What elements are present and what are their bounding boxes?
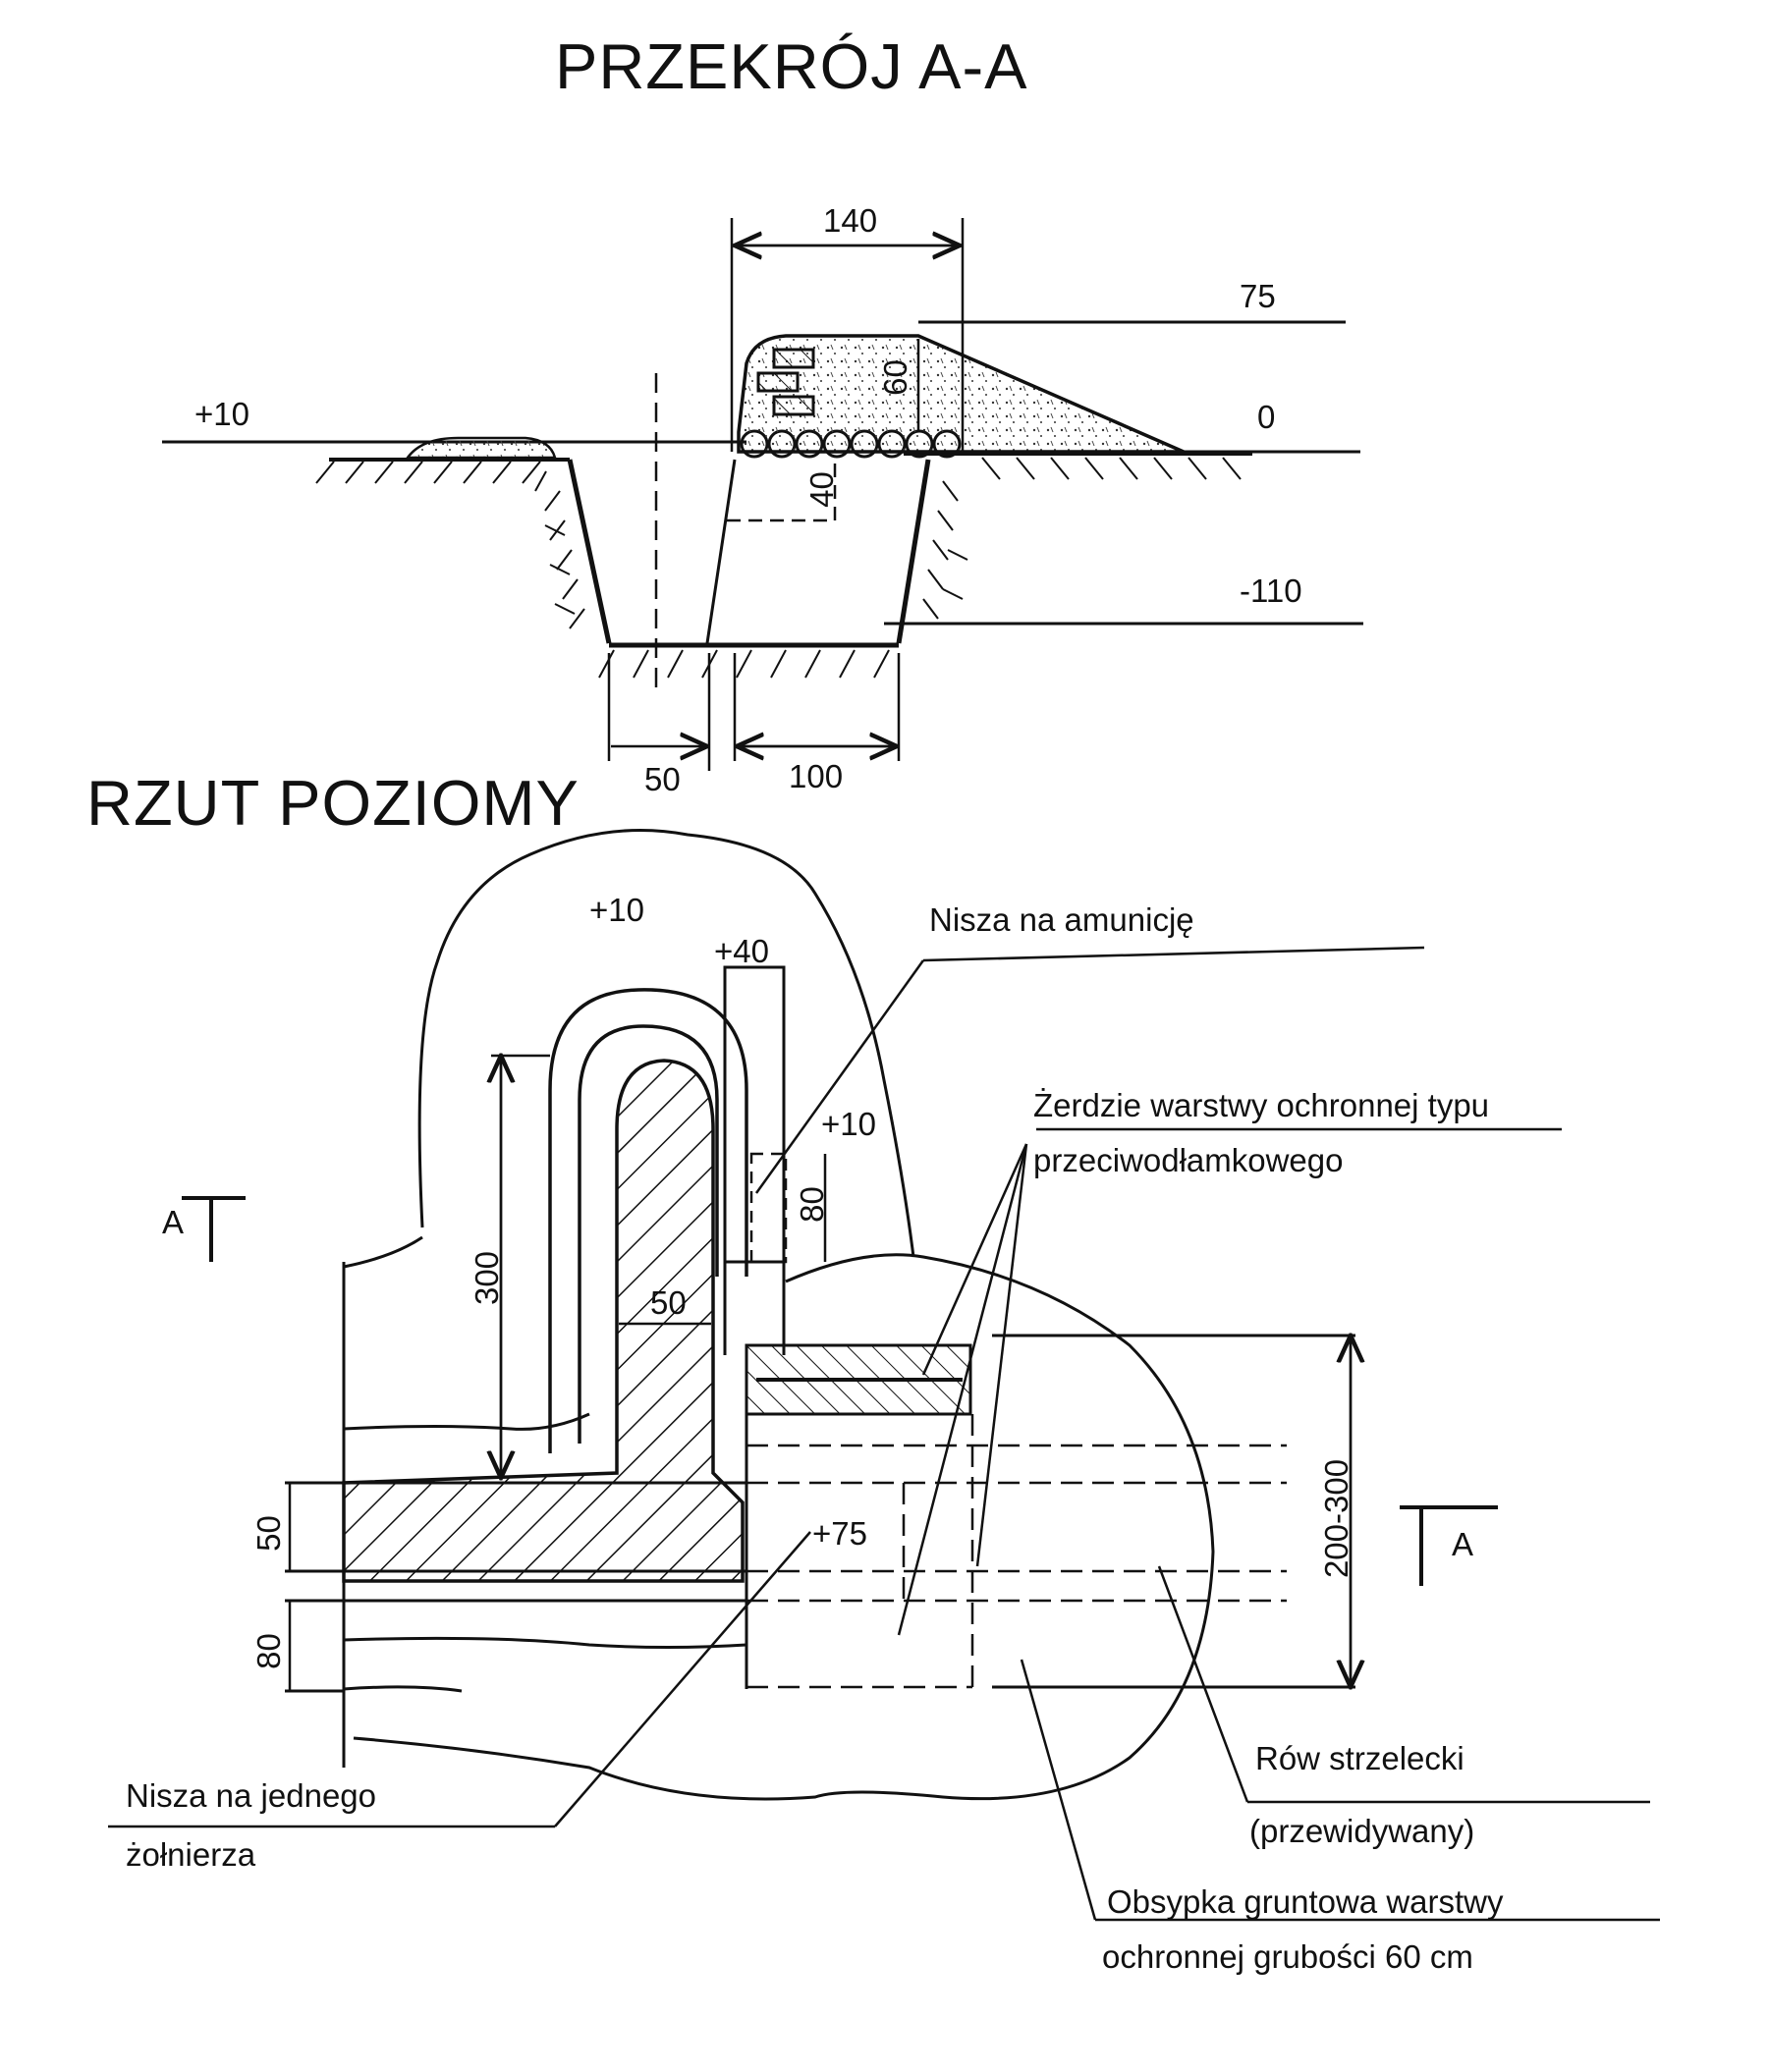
plan-level-mound: +10 bbox=[589, 892, 644, 928]
ground-hatch-right bbox=[982, 458, 1241, 479]
callout-poles-line1: Żerdzie warstwy ochronnej typu bbox=[1033, 1087, 1490, 1123]
mound-outline bbox=[419, 831, 913, 1258]
plan-dim-range: 200-300 bbox=[1318, 1458, 1355, 1579]
soil-cover-outline bbox=[354, 1255, 1213, 1799]
trench-line-1 bbox=[344, 1414, 589, 1429]
leader-lines bbox=[108, 948, 1660, 1920]
dim-depth: 40 bbox=[802, 471, 840, 508]
depth-40-outline bbox=[727, 457, 835, 520]
callout-soil-cover-line2: ochronnej grubości 60 cm bbox=[1102, 1938, 1473, 1975]
ground-hatch-left bbox=[316, 462, 540, 483]
level-left-ground: +10 bbox=[194, 396, 249, 432]
parapet-cover bbox=[739, 336, 1184, 452]
niche-outer-u bbox=[550, 990, 746, 1453]
cross-section bbox=[162, 218, 1363, 771]
trench-left-wall bbox=[570, 460, 609, 643]
dim-bottom-right: 100 bbox=[789, 758, 844, 794]
callout-soldier-niche-line2: żołnierza bbox=[126, 1836, 256, 1873]
plan-title: RZUT POZIOMY bbox=[86, 767, 580, 839]
callout-trench-line2: (przewidywany) bbox=[1249, 1813, 1475, 1849]
spoil-mound bbox=[408, 438, 555, 458]
trench-inner-wall bbox=[707, 460, 735, 643]
callout-poles-line2: przeciwodłamkowego bbox=[1033, 1142, 1344, 1178]
callout-trench-line1: Rów strzelecki bbox=[1255, 1740, 1464, 1776]
plan-dim-wall-50: 50 bbox=[650, 1284, 687, 1321]
dim-top-width: 140 bbox=[823, 202, 878, 239]
dim-height: 60 bbox=[876, 359, 913, 396]
wall-hatch-left bbox=[535, 471, 584, 628]
level-parapet-top: 75 bbox=[1240, 278, 1276, 314]
plan-dim-300: 300 bbox=[469, 1250, 506, 1306]
plan-level-cover: +75 bbox=[812, 1515, 867, 1552]
plan-level-ammo-top: +40 bbox=[714, 933, 769, 969]
callout-soil-cover-line1: Obsypka gruntowa warstwy bbox=[1107, 1883, 1504, 1920]
trench-dashed bbox=[746, 1414, 1287, 1687]
callout-soldier-niche-line1: Nisza na jednego bbox=[126, 1777, 377, 1814]
ammo-niche-dashed bbox=[751, 1154, 786, 1262]
section-title: PRZEKRÓJ A-A bbox=[555, 30, 1028, 102]
level-trench-bottom: -110 bbox=[1240, 573, 1302, 609]
bottom-hatch bbox=[599, 650, 889, 678]
level-ground-zero: 0 bbox=[1257, 399, 1276, 435]
callout-ammo-niche: Nisza na amunicję bbox=[929, 901, 1194, 938]
parapet-blocks bbox=[758, 350, 813, 414]
hatched-wall bbox=[344, 1061, 743, 1581]
plan-view bbox=[108, 831, 1660, 1921]
section-mark-left-label: A bbox=[162, 1204, 185, 1240]
plan-dim-niche-80: 80 bbox=[793, 1186, 830, 1223]
dim-bottom-left: 50 bbox=[644, 761, 681, 797]
plan-dim-side-80: 80 bbox=[249, 1633, 287, 1669]
section-mark-right-label: A bbox=[1452, 1526, 1474, 1562]
plan-level-ammo-floor: +10 bbox=[821, 1106, 876, 1142]
ammo-niche bbox=[725, 967, 784, 1262]
wall-hatch-right bbox=[923, 481, 967, 619]
trench-right-wall bbox=[899, 460, 928, 643]
niche-middle-u bbox=[580, 1026, 717, 1444]
trench-line-2 bbox=[344, 1638, 746, 1647]
plan-dim-side-50: 50 bbox=[249, 1515, 287, 1552]
